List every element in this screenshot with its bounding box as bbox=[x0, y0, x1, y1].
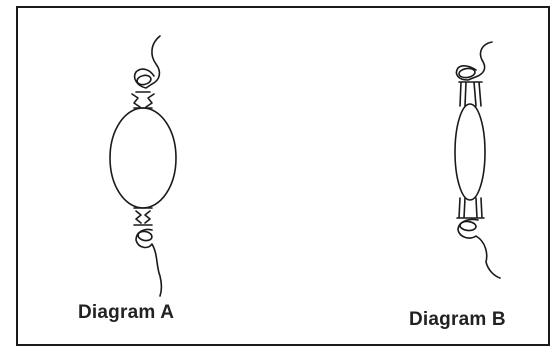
diagram-b-oval bbox=[455, 104, 485, 200]
diagram-a bbox=[110, 36, 176, 296]
diagram-a-bottom-twist bbox=[134, 208, 152, 225]
diagram-a-top-fingertip bbox=[136, 74, 152, 86]
diagram-b-top-fingertip bbox=[458, 67, 475, 78]
diagram-b bbox=[455, 42, 500, 278]
diagram-a-label: Diagram A bbox=[78, 302, 174, 324]
diagram-b-top-bands bbox=[459, 82, 482, 106]
diagram-b-bottom-bands bbox=[457, 198, 484, 218]
diagram-a-oval bbox=[110, 108, 176, 208]
diagram-b-label: Diagram B bbox=[409, 309, 506, 331]
diagram-a-top-hand bbox=[135, 36, 160, 88]
diagram-a-top-twist bbox=[132, 92, 154, 108]
diagram-b-bottom-hand bbox=[458, 219, 500, 278]
